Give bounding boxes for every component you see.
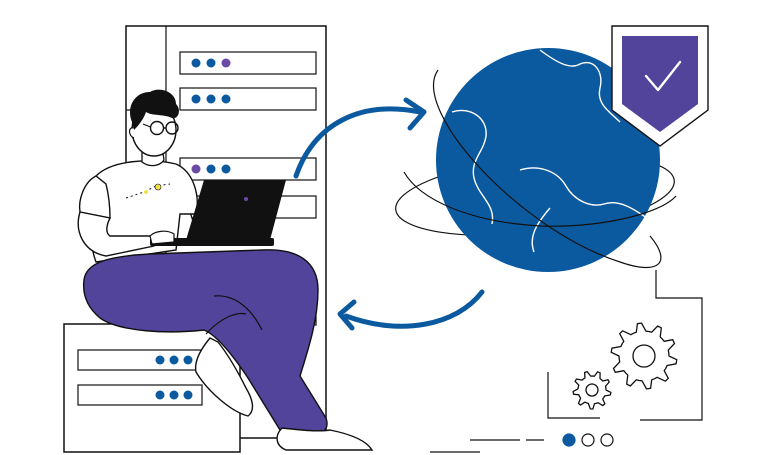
pagination-dot-active[interactable] bbox=[562, 433, 576, 447]
status-light bbox=[191, 94, 201, 104]
pagination-dot[interactable] bbox=[581, 433, 595, 447]
gear-icon bbox=[610, 322, 678, 390]
status-light bbox=[191, 58, 201, 68]
person-hair bbox=[130, 89, 179, 130]
gear-icon bbox=[572, 370, 612, 410]
person-head bbox=[128, 89, 179, 157]
glasses-icon bbox=[142, 120, 179, 136]
arrow-upper bbox=[293, 106, 423, 179]
person-pants bbox=[82, 249, 328, 436]
laptop-icon bbox=[150, 180, 286, 246]
person-front-shoe bbox=[276, 427, 374, 451]
status-light bbox=[183, 390, 193, 400]
status-light bbox=[221, 94, 231, 104]
laptop-base bbox=[150, 238, 274, 246]
globe-icon bbox=[395, 48, 677, 272]
status-light bbox=[183, 355, 193, 365]
orbit-ring-front bbox=[432, 69, 662, 269]
server-box-unit-2 bbox=[77, 384, 203, 406]
circuit-lines bbox=[430, 270, 703, 453]
shield-fill bbox=[622, 36, 698, 132]
gear-hole bbox=[632, 344, 656, 368]
server-box-unit-1 bbox=[77, 349, 203, 371]
check-icon bbox=[644, 60, 682, 92]
laptop-screen bbox=[186, 180, 286, 240]
status-light bbox=[206, 164, 216, 174]
shirt-doodle bbox=[125, 183, 171, 199]
status-light bbox=[169, 355, 179, 365]
status-light bbox=[221, 164, 231, 174]
laptop-logo bbox=[244, 197, 248, 201]
shirt-spark bbox=[154, 183, 162, 191]
shield-check-icon bbox=[611, 25, 709, 147]
server-unit-1 bbox=[179, 51, 317, 75]
status-light bbox=[169, 390, 179, 400]
shirt-spark bbox=[144, 190, 148, 194]
status-light bbox=[221, 58, 231, 68]
status-light bbox=[206, 58, 216, 68]
status-light bbox=[206, 94, 216, 104]
status-light bbox=[155, 355, 165, 365]
person-hand bbox=[149, 230, 175, 245]
server-unit-3 bbox=[179, 157, 317, 181]
status-light bbox=[191, 164, 201, 174]
gear-hole bbox=[585, 383, 599, 397]
pagination-dot[interactable] bbox=[600, 433, 614, 447]
server-unit-2 bbox=[179, 87, 317, 111]
arrow-lower bbox=[343, 289, 485, 329]
sync-arrows-icon bbox=[293, 97, 485, 331]
person-back-shoe bbox=[194, 337, 254, 417]
status-light bbox=[155, 390, 165, 400]
pagination-dots bbox=[562, 433, 614, 447]
